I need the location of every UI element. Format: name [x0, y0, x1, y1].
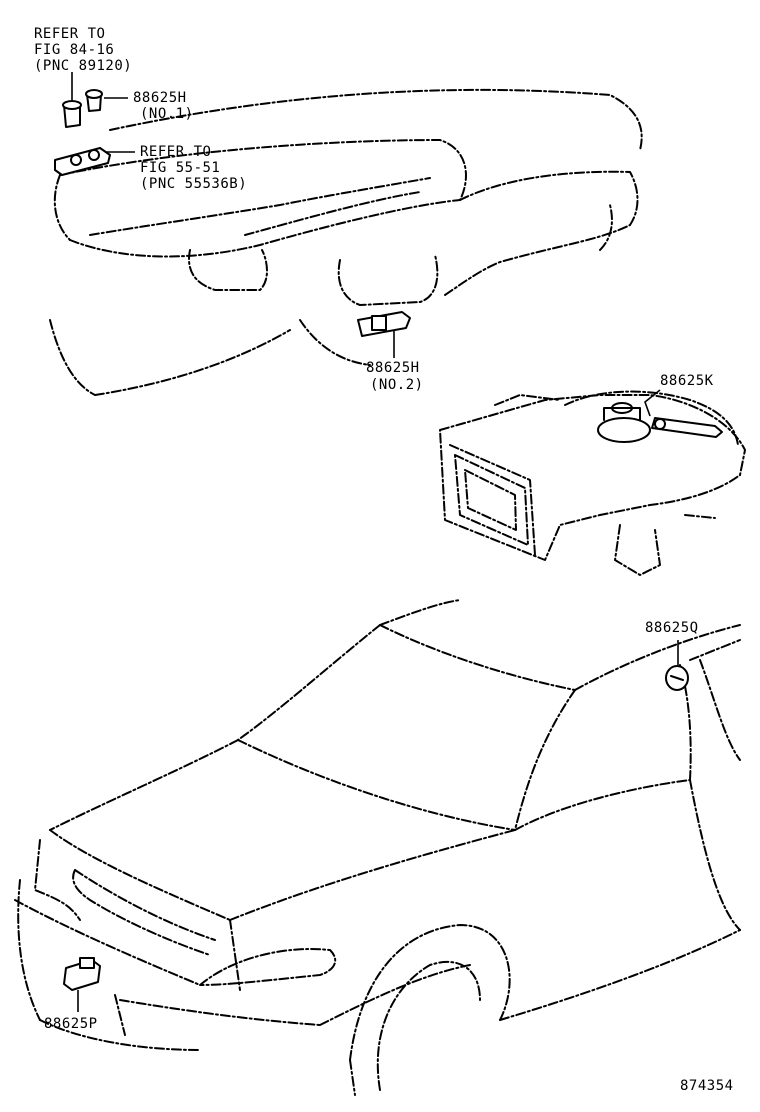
fig55-line2: FIG 55-51	[140, 160, 221, 176]
fig84-line1: REFER TO	[34, 26, 106, 42]
leader-lines	[71, 72, 679, 1012]
sensor-no1-part	[62, 89, 103, 128]
sensor-no2-part	[357, 311, 411, 337]
fig55-line1: REFER TO	[140, 144, 212, 160]
part-q-sensor	[665, 665, 689, 691]
dashboard-outline	[49, 88, 643, 396]
illustration-number: 874354	[680, 1078, 734, 1094]
fig55-line3: (PNC 55536B)	[140, 176, 248, 192]
car-outline	[14, 599, 741, 1096]
sensor-no1-note: (NO.1)	[140, 106, 194, 122]
sensor-no2-part-number: 88625H	[366, 360, 420, 376]
heater-unit-outline	[439, 390, 746, 576]
part-p-number: 88625P	[44, 1016, 98, 1032]
part-k-number: 88625K	[660, 373, 714, 389]
fig55-part	[54, 147, 111, 176]
sensor-no2-note: (NO.2)	[370, 377, 424, 393]
part-q-number: 88625Q	[645, 620, 699, 636]
part-k-bracket	[651, 417, 723, 438]
sensor-no1-part-number: 88625H	[133, 90, 187, 106]
part-p-sensor	[63, 957, 101, 991]
fig84-line3: (PNC 89120)	[34, 58, 133, 74]
fig84-line2: FIG 84-16	[34, 42, 115, 58]
